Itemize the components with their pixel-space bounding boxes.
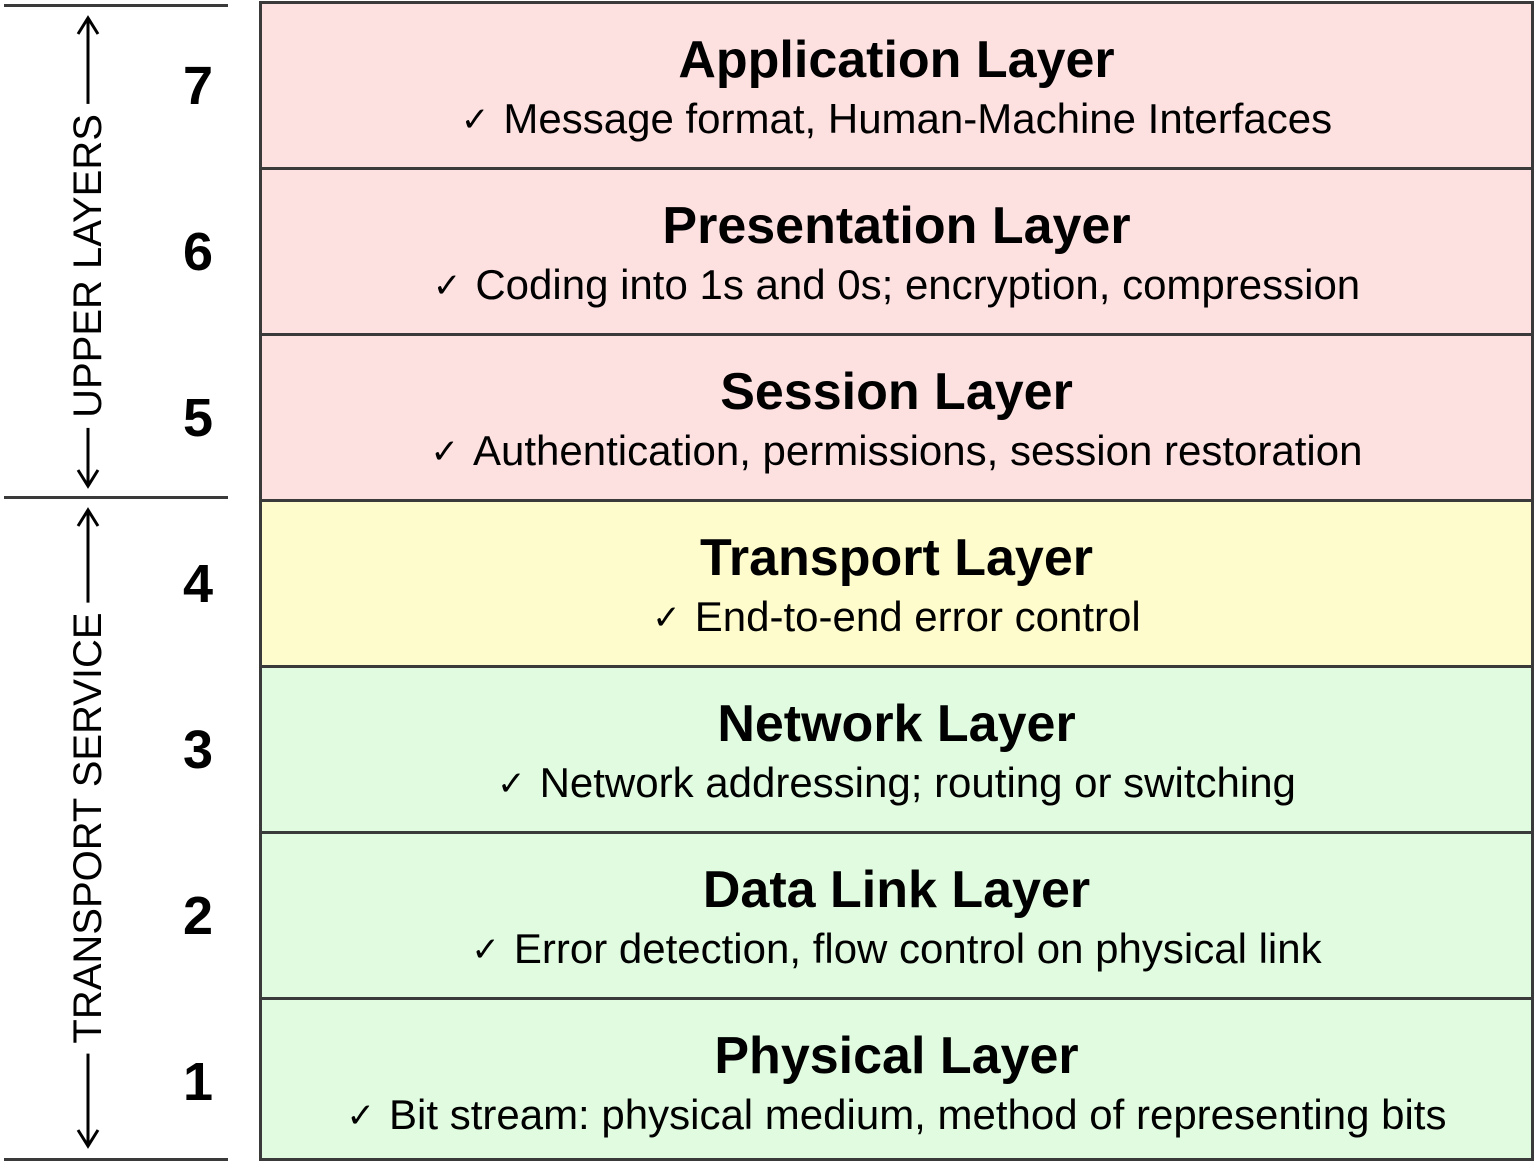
layer-title: Data Link Layer xyxy=(702,861,1091,919)
check-icon: ✓ xyxy=(430,432,460,472)
layer-title: Physical Layer xyxy=(714,1027,1079,1085)
osi-layer-stack: Application Layer ✓Message format, Human… xyxy=(259,1,1534,1161)
layer-description: ✓Network addressing; routing or switchin… xyxy=(262,758,1531,809)
check-icon: ✓ xyxy=(652,598,681,638)
layer-number: 6 xyxy=(182,222,214,282)
layer-number: 3 xyxy=(182,720,214,780)
transport-service-label: TRANSPORT SERVICE xyxy=(64,602,112,1054)
layer-title: Application Layer xyxy=(678,31,1115,89)
layer-data-link: Data Link Layer ✓Error detection, flow c… xyxy=(262,834,1531,1000)
layer-number: 5 xyxy=(182,388,214,448)
upper-layers-label: UPPER LAYERS xyxy=(64,104,112,428)
layer-title: Network Layer xyxy=(717,695,1076,753)
layer-physical: Physical Layer ✓Bit stream: physical med… xyxy=(262,1000,1531,1158)
layer-number: 4 xyxy=(182,554,214,614)
layer-application: Application Layer ✓Message format, Human… xyxy=(262,4,1531,170)
upper-layers-group: UPPER LAYERS xyxy=(48,14,128,490)
check-icon: ✓ xyxy=(460,100,490,140)
check-icon: ✓ xyxy=(346,1096,376,1136)
layer-description: ✓Coding into 1s and 0s; encryption, comp… xyxy=(262,260,1531,311)
layer-description: ✓Authentication, permissions, session re… xyxy=(262,426,1531,477)
top-divider xyxy=(4,4,228,7)
layer-title: Transport Layer xyxy=(699,529,1094,587)
layer-number: 7 xyxy=(182,56,214,116)
layer-session: Session Layer ✓Authentication, permissio… xyxy=(262,336,1531,502)
layer-description: ✓Error detection, flow control on physic… xyxy=(262,924,1531,975)
layer-network: Network Layer ✓Network addressing; routi… xyxy=(262,668,1531,834)
layer-description: ✓Message format, Human-Machine Interface… xyxy=(262,94,1531,145)
layer-presentation: Presentation Layer ✓Coding into 1s and 0… xyxy=(262,170,1531,336)
transport-service-group: TRANSPORT SERVICE xyxy=(48,506,128,1150)
layer-title: Presentation Layer xyxy=(662,197,1131,255)
layer-description: ✓End-to-end error control xyxy=(262,592,1531,643)
check-icon: ✓ xyxy=(432,266,462,306)
group-divider xyxy=(4,496,228,499)
layer-description: ✓Bit stream: physical medium, method of … xyxy=(262,1090,1531,1141)
layer-title: Session Layer xyxy=(720,363,1073,421)
layer-transport: Transport Layer ✓End-to-end error contro… xyxy=(262,502,1531,668)
layer-number: 2 xyxy=(182,886,214,946)
check-icon: ✓ xyxy=(471,930,500,970)
check-icon: ✓ xyxy=(497,764,526,804)
bottom-divider xyxy=(4,1158,228,1161)
layer-number: 1 xyxy=(182,1052,214,1112)
